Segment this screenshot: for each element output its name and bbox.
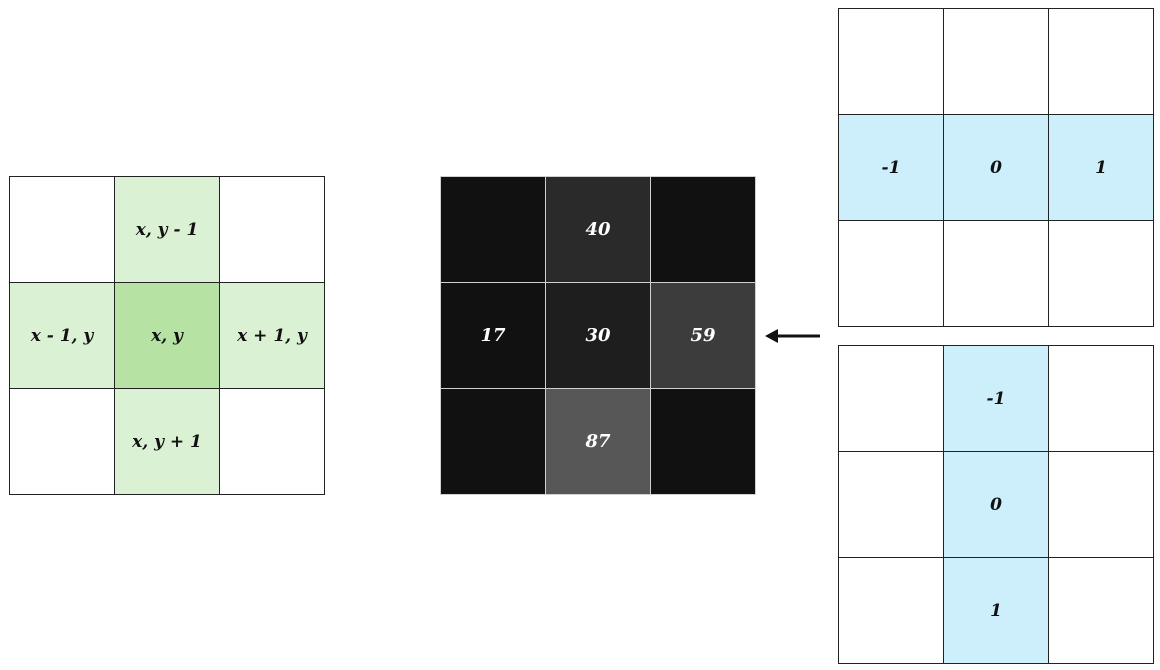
pixel-cell-2-3: 59 [651,283,755,388]
pixel-cell-3-1 [441,389,545,494]
kernel-x-cell-3-2 [944,221,1048,326]
pixel-cell-3-3 [651,389,755,494]
kernel-x-cell-3-3 [1049,221,1153,326]
neighborhood-cell-2-3: x + 1, y [220,283,324,388]
neighborhood-cell-2-2: x, y [115,283,219,388]
kernel-y-cell-3-2: 1 [944,558,1048,663]
pixel-cell-2-1: 17 [441,283,545,388]
pixel-cell-1-2: 40 [546,177,650,282]
kernel-y-cell-2-1 [839,452,943,557]
kernel-y-cell-2-2: 0 [944,452,1048,557]
neighborhood-cell-1-3 [220,177,324,282]
kernel-x-cell-2-3: 1 [1049,115,1153,220]
pixel-cell-1-1 [441,177,545,282]
kernel-y-cell-2-3 [1049,452,1153,557]
kernel-x-cell-1-2 [944,9,1048,114]
kernel-x-cell-1-1 [839,9,943,114]
kernel-x-cell-3-1 [839,221,943,326]
kernel-y-cell-3-1 [839,558,943,663]
arrow-left-icon [765,329,820,343]
kernel-y-cell-1-1 [839,346,943,451]
neighborhood-cell-3-2: x, y + 1 [115,389,219,494]
neighborhood-cell-1-1 [10,177,114,282]
neighborhood-cell-1-2: x, y - 1 [115,177,219,282]
neighborhood-cell-2-1: x - 1, y [10,283,114,388]
kernel-x-cell-1-3 [1049,9,1153,114]
kernel-y-cell-3-3 [1049,558,1153,663]
kernel-y-cell-1-3 [1049,346,1153,451]
pixel-cell-3-2: 87 [546,389,650,494]
kernel-y-cell-1-2: -1 [944,346,1048,451]
kernel-x-cell-2-1: -1 [839,115,943,220]
pixel-cell-1-3 [651,177,755,282]
neighborhood-cell-3-1 [10,389,114,494]
neighborhood-cell-3-3 [220,389,324,494]
kernel-x-cell-2-2: 0 [944,115,1048,220]
pixel-cell-2-2: 30 [546,283,650,388]
